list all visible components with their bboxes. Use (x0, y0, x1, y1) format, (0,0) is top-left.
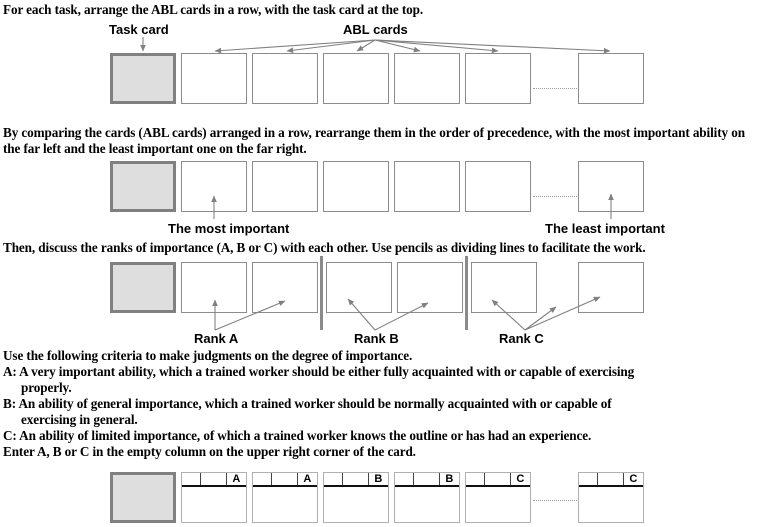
ellipsis-line-row4 (533, 500, 577, 501)
criteria-a-cont-text: properly. (21, 380, 72, 395)
letter-cell-value-3[interactable]: B (374, 472, 383, 485)
letter-cell-value-6[interactable]: C (629, 472, 638, 485)
letter-header-2: A (253, 473, 317, 487)
ordered-card-row2-6[interactable] (578, 161, 644, 212)
least-important-callout: The least important (545, 221, 665, 236)
criteria-enter: Enter A, B or C in the empty column on t… (3, 444, 765, 460)
ellipsis-line-row1 (533, 88, 577, 89)
lettered-card-4[interactable]: B (394, 472, 460, 523)
rank-c-callout: Rank C (499, 331, 544, 346)
rank-c-label: Rank C (499, 331, 544, 346)
lettered-card-2[interactable]: A (252, 472, 318, 523)
rank-a-callout: Rank A (194, 331, 238, 346)
rank-b-callout: Rank B (354, 331, 399, 346)
lettered-card-3[interactable]: B (323, 472, 389, 523)
ordered-card-row2-2[interactable] (252, 161, 318, 212)
letter-cell-empty-6b (598, 473, 624, 485)
abl-card-row1-5[interactable] (465, 53, 531, 104)
abl-cards-arrows (214, 39, 611, 54)
letter-cell-empty-1a (182, 473, 202, 485)
instruction-line-1-text: For each task, arrange the ABL cards in … (3, 2, 424, 17)
letter-cell-value-2[interactable]: A (303, 472, 312, 485)
rank-card-row3-4[interactable] (397, 262, 463, 313)
letter-cell-empty-5b (485, 473, 511, 485)
task-card-row2[interactable] (110, 161, 176, 212)
least-important-label: The least important (545, 221, 665, 236)
criteria-enter-text: Enter A, B or C in the empty column on t… (3, 444, 416, 459)
criteria-intro-text: Use the following criteria to make judgm… (3, 348, 413, 363)
rank-card-row3-2[interactable] (252, 262, 318, 313)
letter-cell-empty-5a (466, 473, 486, 485)
letter-cell-empty-3a (324, 473, 344, 485)
ordered-card-row2-4[interactable] (394, 161, 460, 212)
rank-card-row3-1[interactable] (181, 262, 247, 313)
abl-card-row1-2[interactable] (252, 53, 318, 104)
letter-cell-empty-6a (579, 473, 599, 485)
letter-cell-empty-4a (395, 473, 415, 485)
task-card-row3[interactable] (110, 262, 176, 313)
rank-card-row3-3[interactable] (326, 262, 392, 313)
letter-cell-value-5[interactable]: C (516, 472, 525, 485)
pencil-divider-2[interactable] (465, 256, 468, 330)
letter-header-6: C (579, 473, 643, 487)
criteria-b-text: B: An ability of general importance, whi… (3, 396, 612, 411)
rank-card-row3-5[interactable] (471, 262, 537, 313)
rank-card-row3-6[interactable] (578, 262, 644, 313)
letter-header-1: A (182, 473, 246, 487)
letter-cell-value-4[interactable]: B (445, 472, 454, 485)
abl-cards-label: ABL cards (343, 22, 408, 37)
criteria-b-cont-text: exercising in general. (21, 412, 138, 427)
criteria-a: A: A very important ability, which a tra… (3, 364, 765, 396)
abl-cards-callout: ABL cards (343, 22, 408, 37)
task-card-row4[interactable] (110, 472, 176, 523)
letter-header-4: B (395, 473, 459, 487)
instruction-line-2b-text: important ability on the far left and th… (3, 125, 745, 156)
abl-card-row1-4[interactable] (394, 53, 460, 104)
instruction-line-2: By comparing the cards (ABL cards) arran… (3, 125, 765, 157)
criteria-a-text: A: A very important ability, which a tra… (3, 364, 635, 379)
instruction-line-3-text: Then, discuss the ranks of importance (A… (3, 240, 646, 255)
pencil-divider-1[interactable] (320, 256, 323, 330)
ellipsis-line-row2 (533, 196, 577, 197)
abl-card-row1-3[interactable] (323, 53, 389, 104)
lettered-card-5[interactable]: C (465, 472, 531, 523)
ordered-card-row2-5[interactable] (465, 161, 531, 212)
letter-cell-empty-4b (414, 473, 440, 485)
instruction-line-3: Then, discuss the ranks of importance (A… (3, 240, 767, 256)
letter-cell-empty-2a (253, 473, 273, 485)
ordered-card-row2-3[interactable] (323, 161, 389, 212)
letter-cell-empty-2b (272, 473, 298, 485)
abl-card-row1-1[interactable] (181, 53, 247, 104)
lettered-card-1[interactable]: A (181, 472, 247, 523)
instruction-line-2a-text: By comparing the cards (ABL cards) arran… (3, 125, 631, 140)
criteria-intro: Use the following criteria to make judgm… (3, 348, 765, 364)
instruction-line-1: For each task, arrange the ABL cards in … (3, 2, 765, 18)
lettered-card-6[interactable]: C (578, 472, 644, 523)
abl-card-row1-6[interactable] (578, 53, 644, 104)
letter-cell-empty-1b (201, 473, 227, 485)
letter-header-3: B (324, 473, 388, 487)
most-important-callout: The most important (168, 221, 289, 236)
task-card-callout: Task card (109, 22, 169, 37)
ordered-card-row2-1[interactable] (181, 161, 247, 212)
rank-a-label: Rank A (194, 331, 239, 346)
letter-cell-empty-3b (343, 473, 369, 485)
criteria-b: B: An ability of general importance, whi… (3, 396, 765, 428)
most-important-label: The most important (168, 221, 290, 236)
criteria-c: C: An ability of limited importance, of … (3, 428, 765, 444)
task-card-label: Task card (109, 22, 169, 37)
rank-b-label: Rank B (354, 331, 399, 346)
criteria-c-text: C: An ability of limited importance, of … (3, 428, 592, 443)
letter-cell-value-1[interactable]: A (232, 472, 241, 485)
letter-header-5: C (466, 473, 530, 487)
task-card-row1[interactable] (110, 53, 176, 104)
